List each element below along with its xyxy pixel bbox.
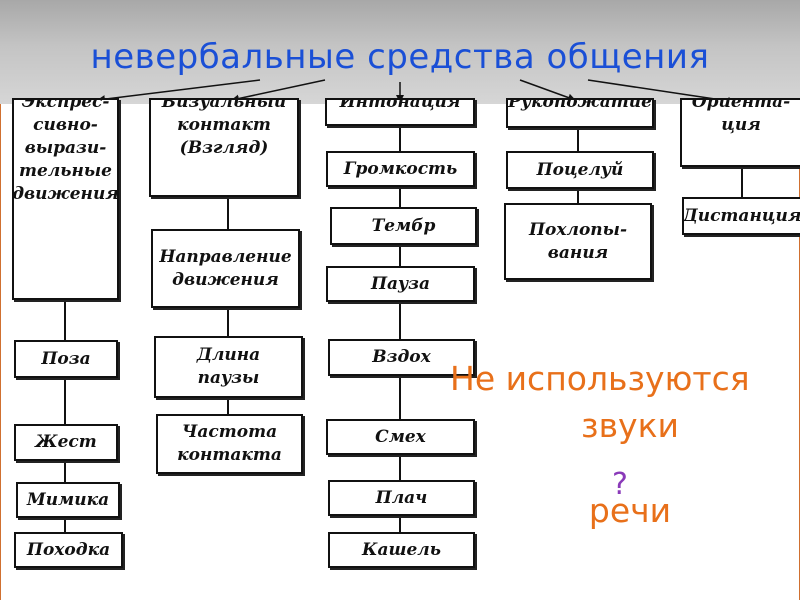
box-visual-contact: Визуальный контакт (Взгляд) [149,98,299,197]
note-line-3: речи [588,491,672,530]
box-sigh: Вздох [328,339,475,376]
box-handshake-label: Рукопожатие [508,98,652,112]
box-cough: Кашель [328,532,475,568]
box-distance: Дистанция [682,197,800,235]
box-contact-frequency: Частота контакта [156,414,303,474]
left-border-line [0,104,1,600]
note-line-2: звуки [581,406,679,445]
box-handshake: Рукопожатие [506,98,654,128]
box-gait: Походка [14,532,123,568]
diagram-title: невербальные средства общения [90,37,710,77]
arrow-to-handshake [519,79,576,102]
box-visual-contact-label: Визуальный контакт (Взгляд) [161,98,287,158]
box-pause: Пауза [326,266,475,302]
box-intonation-label: Интонация [339,98,461,112]
arrow-to-visual [231,79,326,103]
box-pause-length: Длина паузы [154,336,303,398]
box-expressive-movements: Экспрес- сивно- вырази- тельные движения [12,98,119,300]
box-loudness: Громкость [326,151,475,187]
box-orientation: Ориента- ция [680,98,800,167]
box-pose: Поза [14,340,118,378]
question-mark: ? [612,467,628,502]
note-line-1: Не используются [450,359,750,398]
box-timbre: Тембр [330,207,477,245]
box-expressive-movements-label: Экспрес- сивно- вырази- тельные движения [12,98,119,204]
box-crying: Плач [328,480,475,516]
arrow-to-expressive [97,79,261,104]
box-laughter: Смех [326,419,475,455]
box-patting: Похлопы- вания [504,203,652,280]
box-kiss: Поцелуй [506,151,654,189]
box-orientation-label: Ориента- ция [691,98,791,135]
box-intonation: Интонация [325,98,475,126]
box-facial-expression: Мимика [16,482,120,518]
box-gesture: Жест [14,424,118,461]
box-direction: Направление движения [151,229,300,308]
